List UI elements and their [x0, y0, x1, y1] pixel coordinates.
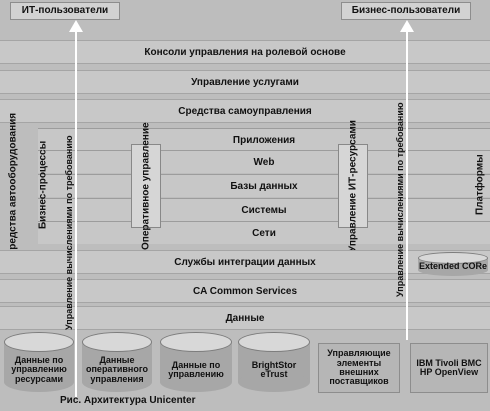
right-arrow-head-icon — [400, 20, 414, 32]
left-arrow-head-icon — [69, 20, 83, 32]
on-demand-right-label: Управление вычислениями по требованию — [395, 102, 405, 298]
layer-networks: Сети — [38, 221, 490, 244]
layer-systems: Системы — [38, 198, 490, 221]
external-vendors-box: Управляющие элементы внешних поставщиков — [318, 343, 400, 393]
business-users-box: Бизнес-пользователи — [341, 2, 471, 20]
data-cylinder-brightstor: BrightStor eTrust — [238, 332, 310, 392]
band-data-integration: Службы интеграции данных — [0, 250, 490, 274]
vendor-tools-box: IBM Tivoli BMC HP OpenView — [410, 343, 488, 393]
data-cylinder-operative: Данные оперативного управления — [82, 332, 152, 392]
on-demand-left-label: Управление вычислениями по требованию — [64, 135, 74, 331]
data-cylinder-management: Данные по управлению — [160, 332, 232, 392]
band-service-management: Управление услугами — [0, 70, 490, 94]
it-users-box: ИТ-пользователи — [10, 2, 120, 20]
layer-applications: Приложения — [38, 128, 490, 151]
auto-tools-label: Средства автооборудования — [7, 112, 19, 258]
business-processes-label: Бизнес-процессы — [37, 140, 49, 230]
band-data: Данные — [0, 306, 490, 330]
platforms-label: Платформы — [474, 154, 486, 216]
data-cylinder-resources: Данные по управлению ресурсами — [4, 332, 74, 392]
it-resources-management-box: Управление ИТ-ресурсами — [338, 120, 368, 252]
layer-web: Web — [38, 150, 490, 173]
band-self-management: Средства самоуправления — [0, 99, 490, 123]
left-arrow-line — [75, 22, 77, 397]
layer-databases: Базы данных — [38, 174, 490, 197]
figure-caption: Рис. Архитектура Unicenter — [60, 395, 196, 406]
right-arrow-line — [406, 22, 408, 340]
extended-core-cylinder: Extended CORe — [418, 252, 488, 276]
band-role-consoles: Консоли управления на ролевой основе — [0, 40, 490, 64]
band-ca-common-services: CA Common Services — [0, 279, 490, 303]
operative-management-box: Оперативное управление — [131, 122, 161, 250]
